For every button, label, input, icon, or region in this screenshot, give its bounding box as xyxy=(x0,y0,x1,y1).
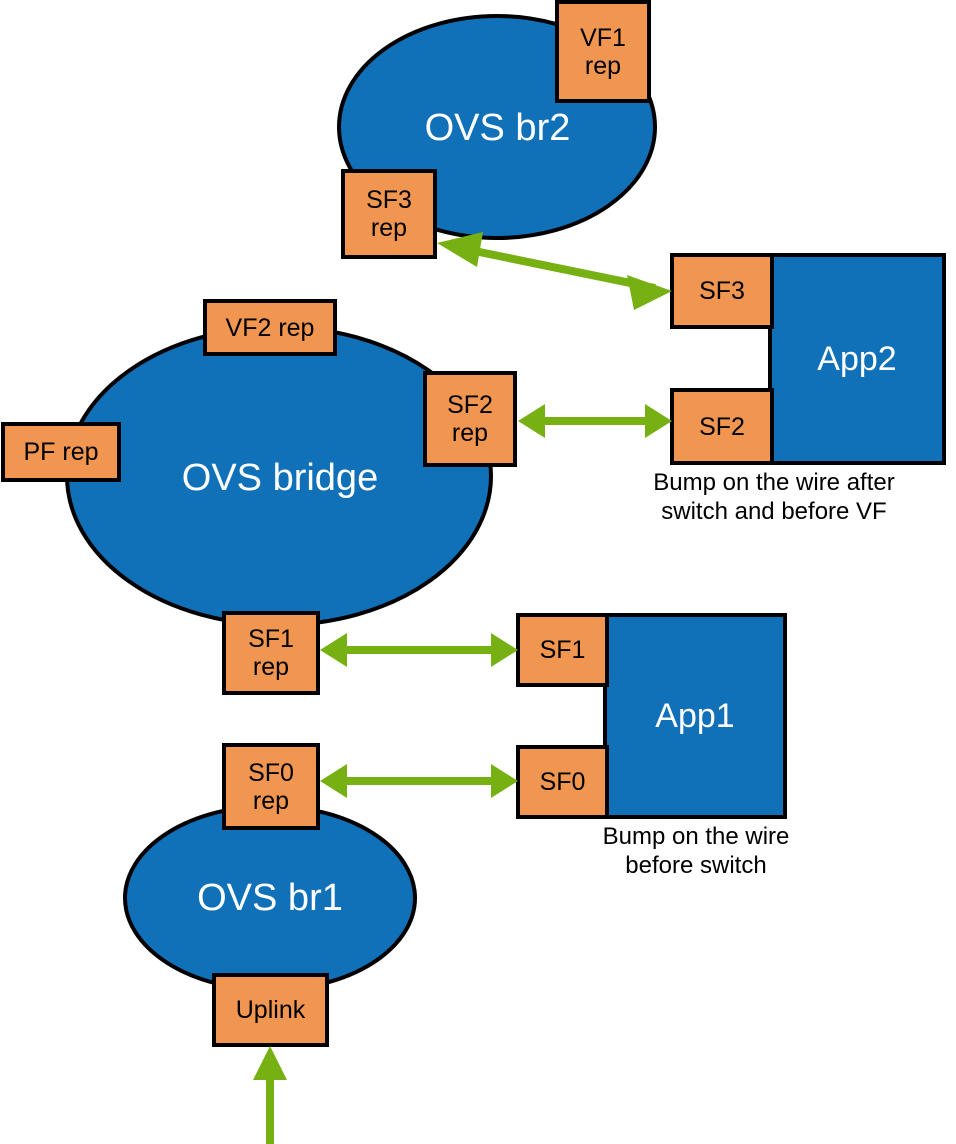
sf1-rep-box[interactable] xyxy=(222,611,320,695)
caption-app1: Bump on the wire before switch xyxy=(602,823,790,880)
app2-body[interactable] xyxy=(768,253,946,465)
sf3-link-arrow[interactable] xyxy=(437,232,672,310)
app1-body[interactable] xyxy=(603,613,787,819)
app2-sf2-port[interactable] xyxy=(670,388,774,465)
uplink-arrow[interactable] xyxy=(253,1046,287,1144)
app1-sf0-port[interactable] xyxy=(516,745,609,819)
sf0-link-arrow[interactable] xyxy=(320,764,518,798)
vf2-rep-box[interactable] xyxy=(203,299,337,356)
sf3-rep-box[interactable] xyxy=(341,169,437,259)
sf0-rep-box[interactable] xyxy=(222,743,320,830)
ovs-br1-ellipse[interactable] xyxy=(123,804,417,992)
app2-sf3-port[interactable] xyxy=(670,253,774,329)
sf2-rep-box[interactable] xyxy=(423,371,517,467)
app1-sf1-port[interactable] xyxy=(516,613,609,687)
caption-app2: Bump on the wire after switch and before… xyxy=(653,469,895,526)
pf-rep-box[interactable] xyxy=(1,422,121,482)
uplink-box[interactable] xyxy=(212,973,329,1047)
sf1-link-arrow[interactable] xyxy=(320,633,518,667)
vf1-rep-box[interactable] xyxy=(555,0,651,103)
sf2-link-arrow[interactable] xyxy=(518,404,672,438)
